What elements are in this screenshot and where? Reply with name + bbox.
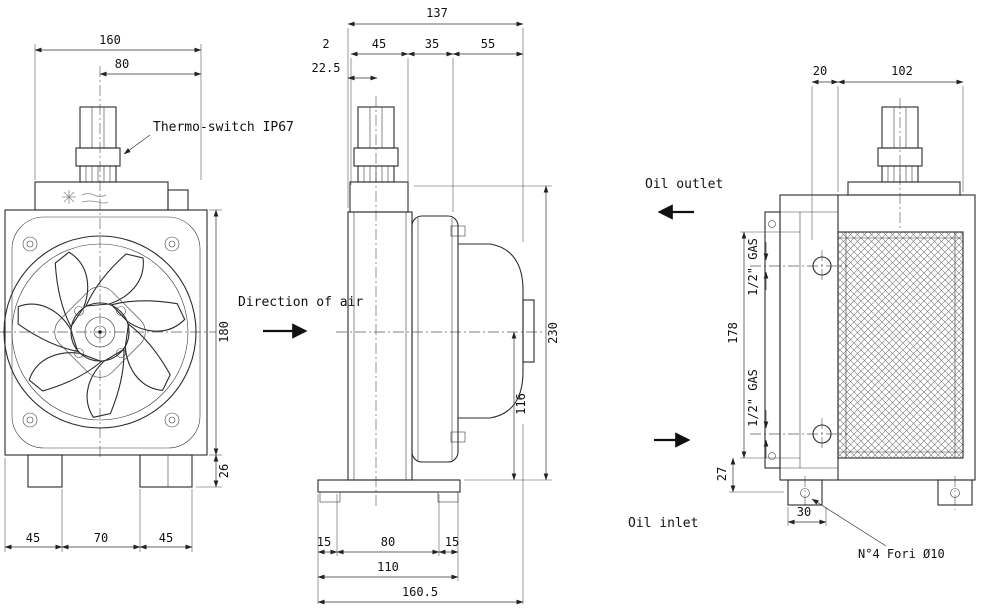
motor-mount-plate [54,286,146,378]
dim-text-80: 80 [115,57,129,71]
foot-hole-right [950,488,960,498]
dim-text-22-5: 22.5 [312,61,341,75]
dim-text-2: 2 [322,37,329,51]
dim-text-45-left: 45 [26,531,40,545]
dim-side-depth-137: 137 [347,6,524,242]
gas-port-bottom-label: 1/2" GAS [746,369,760,427]
dim-text-160-5: 160.5 [402,585,438,599]
side-centerlines [336,96,545,508]
dim-text-137: 137 [426,6,448,20]
dim-front-base-26: 26 [196,454,231,488]
dim-text-27: 27 [715,467,729,481]
oil-inlet-label: Oil inlet [628,516,698,531]
foot-hole-left [800,488,810,498]
dim-text-116: 116 [514,393,528,415]
side-shroud [347,211,413,481]
fan-hub [70,302,130,362]
front-centerlines [0,66,216,460]
dim-text-55: 55 [481,37,495,51]
front-feet [27,454,193,488]
dim-side-switch-offset: 22.5 [312,61,378,81]
dim-front-bottom-row: 45 70 45 [4,458,193,552]
dim-rear-base-27: 27 [715,457,784,493]
brand-logo [62,190,109,204]
dim-text-178: 178 [726,322,740,344]
dim-text-20: 20 [813,64,827,78]
rear-mounting-flange [764,211,781,469]
gas-port-top-label: 1/2" GAS [746,238,760,296]
oil-port-bottom [812,424,832,444]
dim-side-bottom-rows: 15 80 15 110 160.5 [317,424,524,605]
dim-text-160: 160 [99,33,121,47]
side-port-boss [522,299,535,363]
holes-note-label: N°4 Fori Ø10 [858,547,945,561]
dim-text-15-right: 15 [445,535,459,549]
fan [3,235,197,429]
side-view: Direction of air 137 2 45 35 55 22.5 [238,6,560,605]
thermo-switch-front [75,106,121,183]
air-direction-callout: Direction of air [238,295,363,339]
side-motor [450,225,535,443]
direction-of-air-label: Direction of air [238,295,363,310]
dim-side-height-230: 230 [414,185,560,481]
oil-inlet-callout: Oil inlet [628,432,698,531]
thermo-switch-label: Thermo-switch IP67 [153,120,294,135]
front-view: Thermo-switch IP67 160 80 180 26 [0,33,294,552]
dim-front-width-160: 160 [34,33,202,180]
front-top-bracket [34,181,189,211]
dim-text-35: 35 [425,37,439,51]
dim-text-180: 180 [217,321,231,343]
thermo-switch-callout: Thermo-switch IP67 [123,120,294,155]
hub-bolts [74,306,126,358]
rear-top-bracket [847,181,961,196]
dim-text-30: 30 [797,505,811,519]
dim-side-port-116: 116 [511,331,528,481]
side-base [317,479,461,503]
dim-text-45-right: 45 [159,531,173,545]
dim-rear-foot-30: 30 [787,505,827,526]
dim-text-110: 110 [377,560,399,574]
rear-view: Oil outlet Oil inlet 20 102 178 [628,64,976,561]
dim-rear-top-row: 20 102 [811,64,964,240]
fan-blades [13,248,189,422]
oil-outlet-callout: Oil outlet [645,177,723,220]
oil-outlet-label: Oil outlet [645,177,723,192]
dim-front-height-180: 180 [209,209,231,456]
thermo-switch-side [353,106,399,183]
rear-feet [787,479,973,506]
rear-oil-ports [812,256,832,444]
dim-text-70: 70 [94,531,108,545]
rear-core [837,231,964,459]
corner-screws [22,236,180,428]
dim-text-102: 102 [891,64,913,78]
dim-text-80-base: 80 [381,535,395,549]
rear-centerlines [750,98,956,510]
dim-text-230: 230 [546,322,560,344]
dim-side-segments: 2 45 35 55 [322,37,524,212]
dim-front-width-80: 80 [99,57,202,77]
gas-port-dims: 1/2" GAS 1/2" GAS [746,238,769,458]
dim-text-45-shroud: 45 [372,37,386,51]
holes-note-callout: N°4 Fori Ø10 [811,498,945,561]
dim-text-26: 26 [217,464,231,478]
side-core [411,215,459,463]
dim-rear-core-178: 178 [726,231,800,459]
side-top-bracket [349,181,409,213]
oil-port-top [812,256,832,276]
dim-text-15-left: 15 [317,535,331,549]
